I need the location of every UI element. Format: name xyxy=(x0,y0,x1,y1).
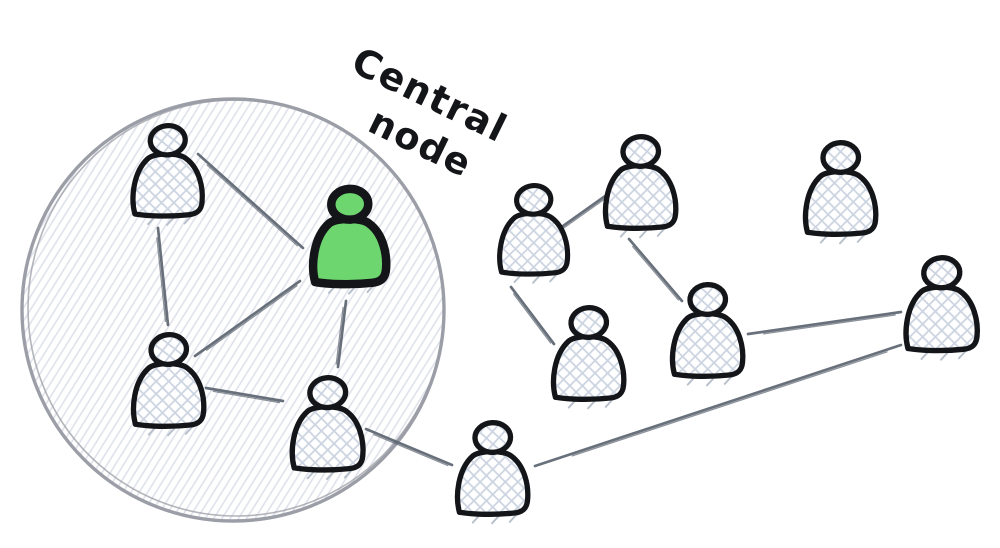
edge-outer-mid-right--outer-far-right xyxy=(746,310,903,336)
edges-layer xyxy=(156,152,903,468)
edge-member-left--central-node xyxy=(193,279,302,358)
person-node-outer-isolated xyxy=(802,140,879,245)
edge-outer-top--outer-mid-right xyxy=(627,237,684,303)
person-head xyxy=(514,182,554,217)
person-node-outer-bottom xyxy=(454,420,531,525)
edge-member-bottom--outer-bottom xyxy=(364,427,454,467)
person-body xyxy=(550,333,627,402)
person-body xyxy=(130,360,207,429)
person-node-outer-far-right xyxy=(903,255,980,361)
edge-member-top--central-node xyxy=(196,152,305,250)
person-node-central-node xyxy=(308,184,391,295)
edge-outer-bottom--outer-far-right xyxy=(533,343,903,468)
edge-member-left--member-bottom xyxy=(204,386,285,404)
edge-member-top--member-left xyxy=(156,226,170,327)
person-node-member-bottom xyxy=(289,375,366,481)
person-body xyxy=(289,404,366,473)
person-head xyxy=(820,140,862,175)
nodes-layer xyxy=(130,122,980,525)
person-head xyxy=(148,331,190,368)
person-node-outer-top xyxy=(602,134,679,239)
person-body xyxy=(802,168,879,237)
person-head xyxy=(568,305,610,340)
person-node-member-left xyxy=(130,331,207,437)
person-head xyxy=(921,255,963,291)
person-node-outer-upper-left xyxy=(497,182,571,284)
central-group-circle-outline xyxy=(27,99,445,517)
person-body xyxy=(602,162,679,231)
person-body xyxy=(308,214,391,289)
person-node-outer-mid-left xyxy=(550,305,627,410)
person-head xyxy=(147,122,188,158)
person-body xyxy=(497,210,571,277)
person-head xyxy=(307,375,349,411)
person-body xyxy=(130,151,205,219)
central-group-circle xyxy=(20,97,446,523)
edge-outer-upper-left--outer-mid-left xyxy=(509,285,556,346)
edge-central-node--member-bottom xyxy=(335,299,348,369)
person-body xyxy=(454,448,531,517)
edge-outer-upper-left--outer-top xyxy=(554,192,610,233)
person-head xyxy=(620,134,662,169)
person-node-outer-mid-right xyxy=(669,282,746,387)
person-body xyxy=(903,284,980,354)
person-node-member-top xyxy=(130,122,205,226)
person-head xyxy=(327,184,373,224)
person-head xyxy=(472,420,514,455)
person-head xyxy=(687,282,729,317)
person-body xyxy=(669,310,746,379)
